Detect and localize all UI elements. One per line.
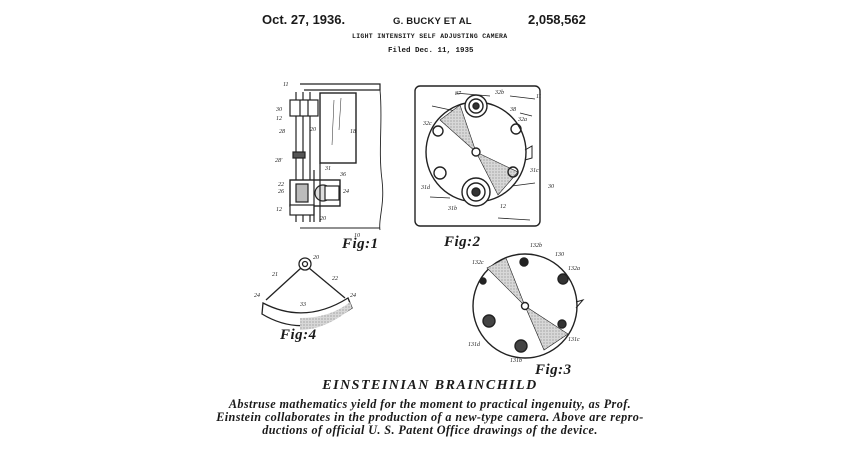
figure-3-label: Fig:3 bbox=[535, 362, 572, 378]
svg-text:26: 26 bbox=[278, 189, 284, 195]
svg-text:37: 37 bbox=[454, 91, 462, 97]
caption-body: Abstruse mathematics yield for the momen… bbox=[162, 398, 698, 437]
svg-text:18: 18 bbox=[350, 129, 356, 135]
svg-text:131d: 131d bbox=[468, 342, 481, 348]
svg-text:12: 12 bbox=[500, 204, 506, 210]
svg-text:30: 30 bbox=[547, 184, 554, 190]
svg-text:36: 36 bbox=[339, 172, 346, 178]
svg-text:11: 11 bbox=[283, 82, 289, 88]
svg-text:131c: 131c bbox=[568, 337, 580, 343]
caption-title: EINSTEINIAN BRAINCHILD bbox=[322, 378, 538, 393]
figure-1-reference-numerals: 11 30 12 28 20 18 28' 31 36 22 26 24 12 … bbox=[275, 82, 360, 239]
svg-text:12: 12 bbox=[276, 116, 282, 122]
caption-line: Einstein collaborates in the production … bbox=[216, 410, 644, 424]
figure-3-drawing bbox=[472, 253, 585, 359]
svg-text:24: 24 bbox=[350, 292, 356, 299]
svg-text:33: 33 bbox=[299, 302, 306, 308]
svg-text:31d: 31d bbox=[420, 185, 431, 191]
svg-text:24: 24 bbox=[343, 188, 349, 195]
svg-text:38: 38 bbox=[509, 107, 516, 113]
figure-4-drawing bbox=[261, 257, 353, 330]
patent-number: 2,058,562 bbox=[528, 12, 586, 27]
svg-text:32a: 32a bbox=[517, 117, 527, 123]
patent-title: LIGHT INTENSITY SELF ADJUSTING CAMERA bbox=[352, 33, 508, 40]
figure-2-label: Fig:2 bbox=[444, 234, 481, 250]
svg-text:20: 20 bbox=[320, 216, 326, 222]
svg-text:22: 22 bbox=[278, 182, 284, 188]
svg-text:31b: 31b bbox=[447, 206, 457, 212]
svg-text:12: 12 bbox=[276, 207, 282, 213]
svg-text:20: 20 bbox=[313, 255, 319, 261]
svg-text:132c: 132c bbox=[472, 260, 484, 266]
figure-4-label: Fig:4 bbox=[280, 327, 317, 343]
svg-text:32c: 32c bbox=[422, 121, 432, 127]
figure-1-drawing bbox=[289, 83, 384, 231]
patent-filed-date: Filed Dec. 11, 1935 bbox=[388, 47, 474, 55]
svg-text:28': 28' bbox=[275, 158, 283, 164]
svg-text:131b: 131b bbox=[510, 358, 522, 364]
svg-text:130: 130 bbox=[555, 252, 564, 258]
svg-text:11: 11 bbox=[536, 94, 542, 100]
svg-text:10: 10 bbox=[354, 233, 360, 239]
svg-text:28: 28 bbox=[279, 129, 285, 135]
svg-text:30: 30 bbox=[275, 107, 282, 113]
caption-line: ductions of official U. S. Patent Office… bbox=[262, 423, 598, 437]
svg-text:22: 22 bbox=[332, 276, 338, 282]
svg-text:31c: 31c bbox=[529, 168, 539, 174]
svg-text:132b: 132b bbox=[530, 243, 542, 249]
svg-text:20: 20 bbox=[310, 127, 316, 133]
figure-1-label: Fig:1 bbox=[342, 236, 379, 252]
svg-text:24: 24 bbox=[254, 292, 260, 299]
figure-4-reference-numerals: 20 21 22 24 24 33 bbox=[254, 255, 356, 308]
svg-text:21: 21 bbox=[272, 272, 278, 278]
figure-3-reference-numerals: 132b 130 132c 132a 131c 131d 131b bbox=[468, 243, 580, 364]
svg-text:31: 31 bbox=[324, 166, 331, 172]
patent-inventor: G. BUCKY ET AL bbox=[393, 16, 472, 27]
figure-2-reference-numerals: 37 32b 11 38 32c 32a 31c 30 31d 31b 12 bbox=[420, 90, 554, 212]
svg-text:32b: 32b bbox=[494, 90, 504, 96]
patent-date: Oct. 27, 1936. bbox=[262, 12, 346, 27]
figure-2-drawing bbox=[414, 85, 541, 227]
caption-line: Abstruse mathematics yield for the momen… bbox=[228, 397, 632, 411]
svg-text:132a: 132a bbox=[568, 266, 580, 272]
